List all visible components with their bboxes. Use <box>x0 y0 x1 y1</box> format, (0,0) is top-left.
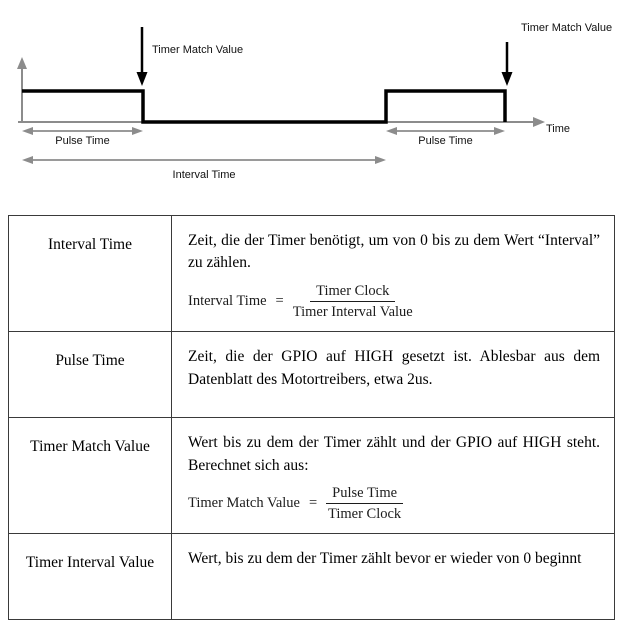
formula-numerator: Pulse Time <box>326 484 404 505</box>
pulse-time-label-1: Pulse Time <box>55 135 110 147</box>
formula-fraction: Pulse Time Timer Clock <box>326 484 404 523</box>
pulse-time-label-2: Pulse Time <box>418 135 473 147</box>
table-row-pulse-time: Pulse Time Zeit, die der GPIO auf HIGH g… <box>8 331 615 419</box>
term-cell: Timer Match Value <box>8 417 172 535</box>
term-cell: Timer Interval Value <box>8 533 172 620</box>
pulse-time-arrow-1-right-head <box>132 127 143 135</box>
formula-lhs: Timer Match Value <box>188 495 300 512</box>
definition-cell: Zeit, die der Timer benötigt, um von 0 b… <box>171 214 615 333</box>
term-label: Timer Match Value <box>30 438 150 456</box>
timer-match-arrowhead-1 <box>136 72 148 86</box>
timer-match-value-formula: Timer Match Value = Pulse Time Timer Clo… <box>188 484 600 523</box>
formula-fraction: Timer Clock Timer Interval Value <box>293 282 413 321</box>
formula-denominator: Timer Interval Value <box>292 304 413 321</box>
definition-cell: Zeit, die der GPIO auf HIGH gesetzt ist.… <box>171 331 615 419</box>
timer-match-value-label-1: Timer Match Value <box>152 44 244 56</box>
table-row-interval-time: Interval Time Zeit, die der Timer benöti… <box>8 214 615 333</box>
definition-text: Wert, bis zu dem der Timer zählt bevor e… <box>188 550 582 568</box>
table-row-timer-interval-value: Timer Interval Value Wert, bis zu dem de… <box>8 533 615 620</box>
formula-equals: = <box>308 495 318 512</box>
term-label: Interval Time <box>48 236 132 253</box>
pulse-time-arrow-2-right-head <box>494 127 505 135</box>
pulse-time-arrow-2-left-head <box>386 127 397 135</box>
pwm-waveform <box>22 89 507 124</box>
definition-cell: Wert, bis zu dem der Timer zählt bevor e… <box>171 533 615 620</box>
definition-text: Zeit, die der Timer benötigt, um von 0 b… <box>188 232 600 272</box>
definition-text: Zeit, die der GPIO auf HIGH gesetzt ist.… <box>188 348 600 388</box>
definitions-table: Interval Time Zeit, die der Timer benöti… <box>8 214 615 620</box>
interval-time-formula: Interval Time = Timer Clock Timer Interv… <box>188 282 600 321</box>
interval-time-arrow-right-head <box>375 156 386 164</box>
formula-equals: = <box>275 293 284 310</box>
term-cell: Pulse Time <box>8 331 172 419</box>
term-label: Pulse Time <box>55 352 125 370</box>
value-axis-arrowhead <box>17 57 27 69</box>
formula-numerator: Timer Clock <box>310 282 396 303</box>
definition-cell: Wert bis zu dem der Timer zählt und der … <box>171 417 615 535</box>
interval-time-arrow-left-head <box>22 156 33 164</box>
interval-time-label: Interval Time <box>172 169 236 181</box>
timing-diagram: Timer Match Value Timer Match Value Puls… <box>0 0 623 205</box>
term-cell: Interval Time <box>8 214 172 333</box>
timing-diagram-canvas <box>17 27 545 164</box>
timer-match-arrowhead-2 <box>501 72 513 86</box>
time-axis-arrowhead <box>533 117 545 127</box>
formula-denominator: Timer Clock <box>328 506 402 523</box>
formula-lhs: Interval Time <box>188 293 267 310</box>
pulse-time-arrow-1-left-head <box>22 127 33 135</box>
definition-text: Wert bis zu dem der Timer zählt und der … <box>188 434 600 474</box>
time-axis-label: Time <box>546 123 571 135</box>
term-label: Timer Interval Value <box>25 554 155 572</box>
timer-match-value-label-2: Timer Match Value <box>521 22 613 34</box>
table-row-timer-match-value: Timer Match Value Wert bis zu dem der Ti… <box>8 417 615 535</box>
